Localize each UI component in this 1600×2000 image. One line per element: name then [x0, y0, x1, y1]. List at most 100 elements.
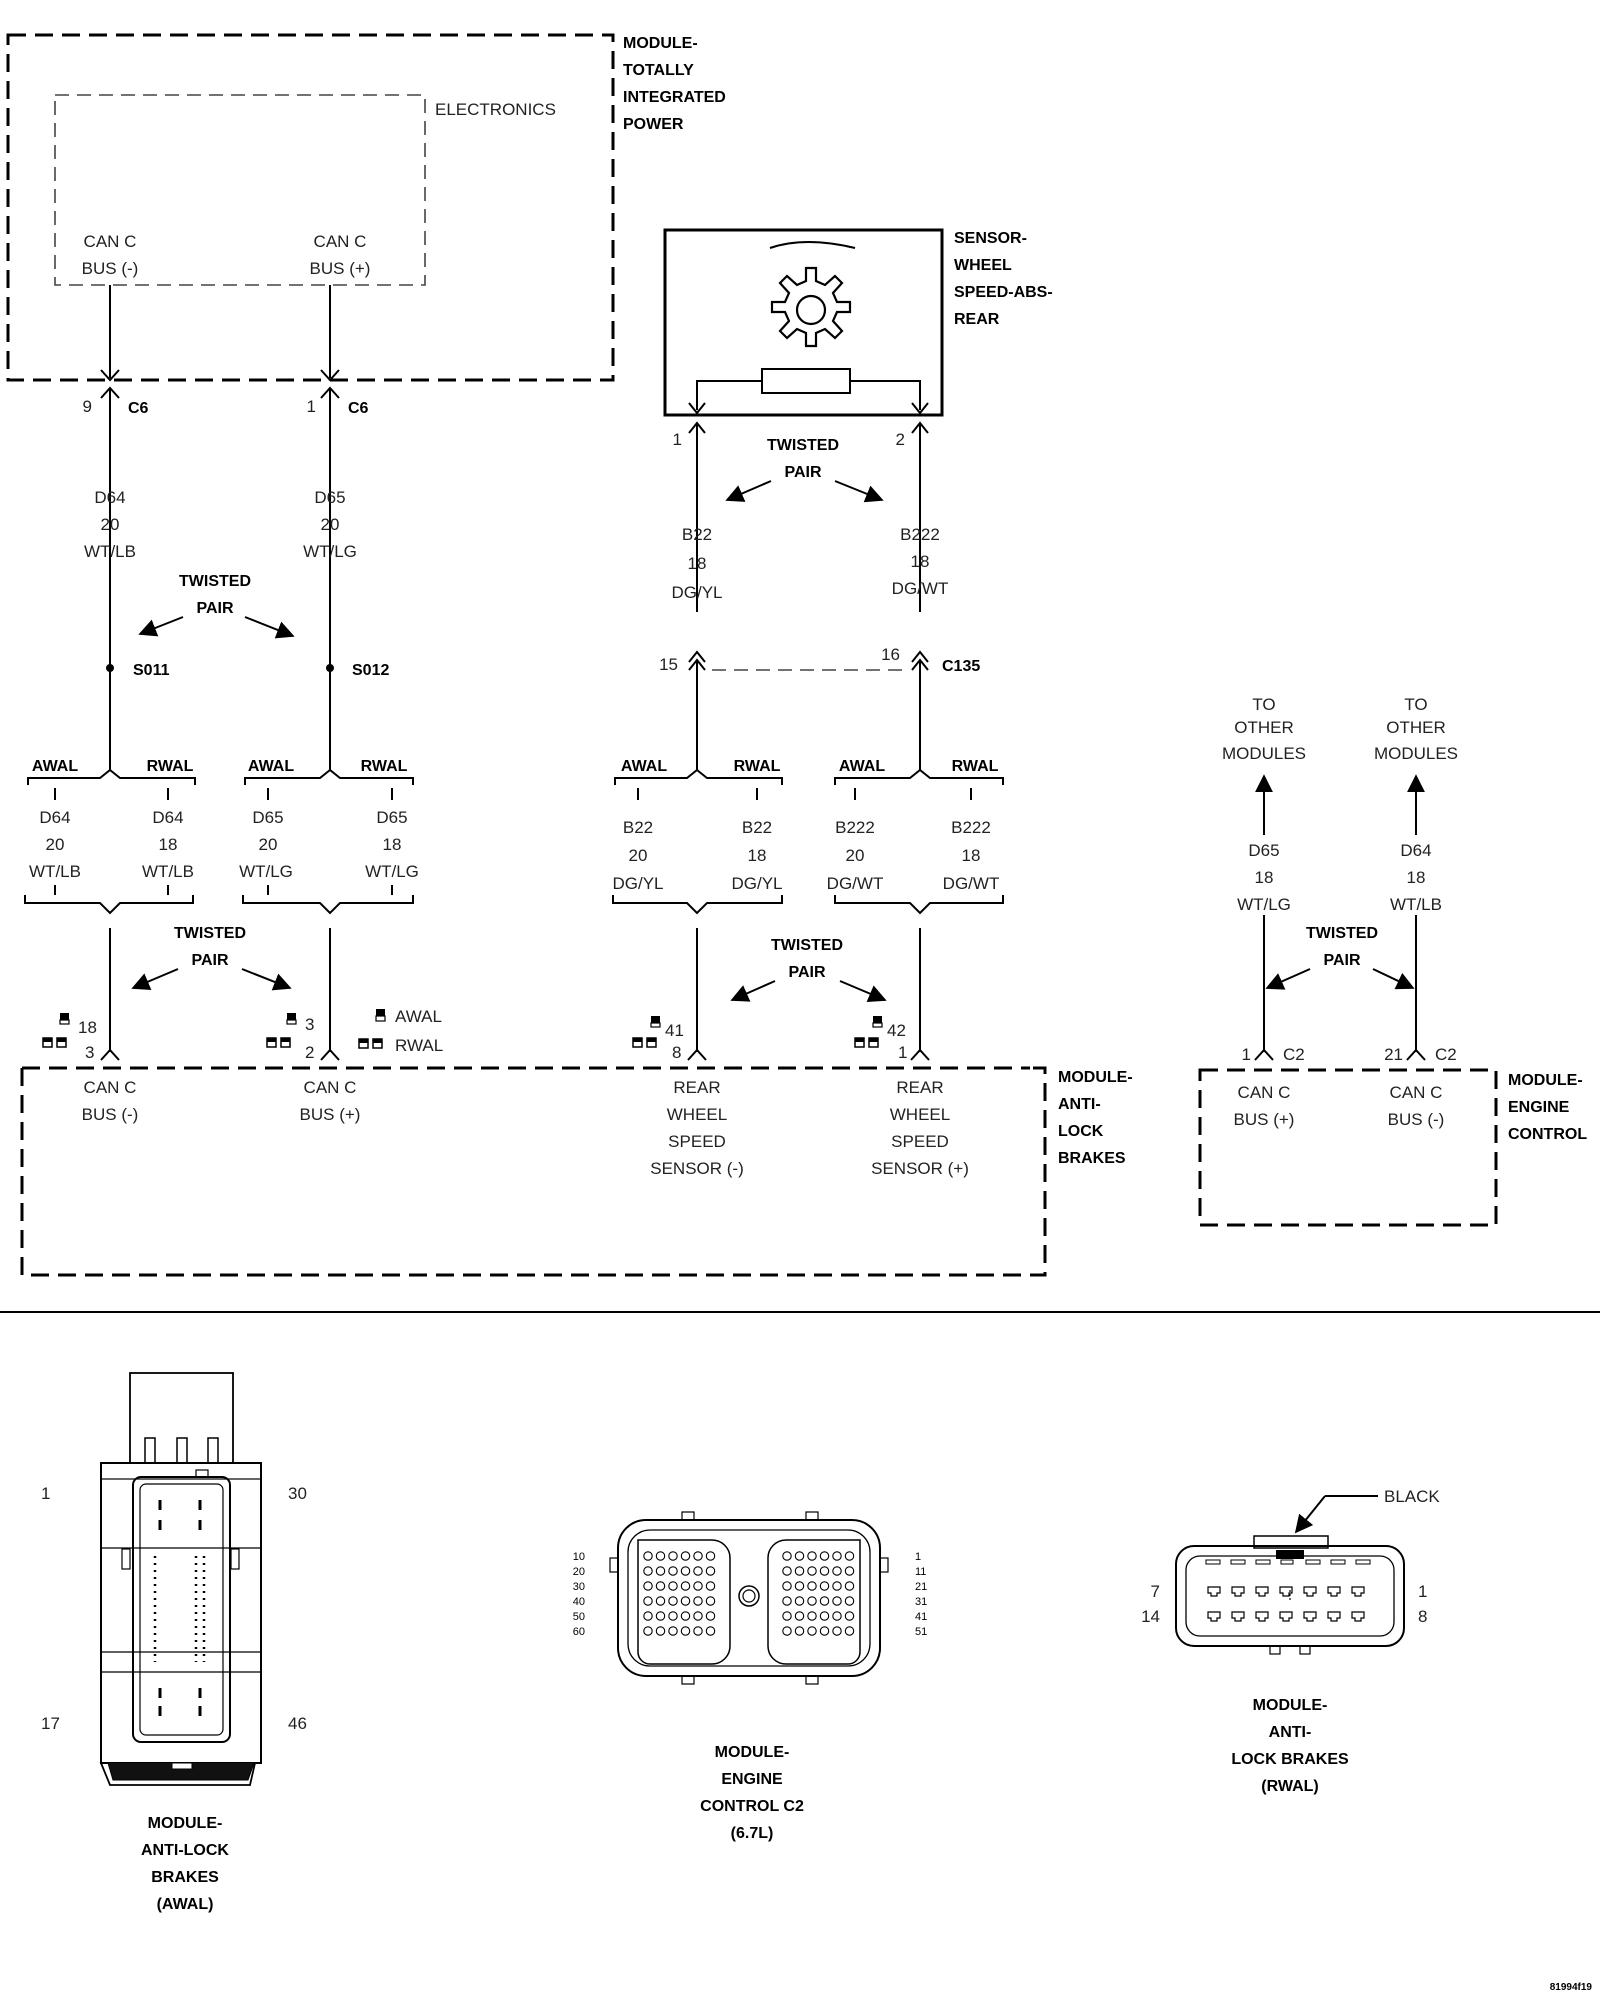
connector-abs-awal: 1 30 17 46 MODULE- ANTI-LOCK BRAKES (AWA… — [41, 1372, 307, 1913]
ecm-conn-label: C2 — [1435, 1045, 1457, 1064]
connector-cavity — [807, 1611, 817, 1621]
connector-cavity — [782, 1566, 792, 1576]
connector-cavity — [1303, 1611, 1317, 1622]
branch-awal-gauge: 20 — [46, 835, 65, 854]
wire-color: WT/LG — [303, 542, 357, 561]
rwal-caption: MODULE- — [1253, 1697, 1328, 1714]
twisted-label: TWISTED — [1306, 925, 1378, 942]
connector-cavity — [807, 1581, 817, 1591]
twisted-arrow — [834, 480, 884, 503]
abs-title-line: ANTI- — [1058, 1096, 1101, 1113]
wheel-speed-sensor: SENSOR- WHEEL SPEED-ABS- REAR — [663, 228, 1053, 417]
abs-pin-label: BUS (+) — [300, 1105, 361, 1124]
connector-cavity — [643, 1626, 653, 1636]
connector-cavity — [844, 1611, 855, 1621]
twisted-arrow — [241, 968, 292, 991]
twisted-arrow — [1372, 968, 1415, 990]
wire-b222-upper — [911, 421, 929, 770]
awal-caption: (AWAL) — [157, 1896, 214, 1913]
ecm-wire-color: WT/LB — [1390, 895, 1442, 914]
connector-latch-slot — [1255, 1559, 1271, 1565]
connector-cavity — [807, 1596, 817, 1606]
twisted-label: PAIR — [191, 952, 228, 969]
connector-abs-rwal: BLACK 7 14 1 8 MODULE- ANTI- LOCK BRAKES… — [1141, 1487, 1440, 1795]
ecm-pin-grid-right — [782, 1551, 855, 1636]
connector-cavity — [693, 1581, 703, 1591]
connector-cavity — [819, 1566, 830, 1576]
connector-cavity — [655, 1611, 666, 1621]
connector-cavity — [832, 1551, 842, 1561]
ecm-row-label: 51 — [915, 1626, 927, 1638]
twisted-pair-sensor: TWISTED PAIR — [725, 437, 884, 503]
connector-cavity — [819, 1581, 830, 1591]
connector-latch-slot — [1355, 1559, 1371, 1565]
abs-pin-label: BUS (-) — [82, 1105, 139, 1124]
connector-latch-slot — [1305, 1559, 1321, 1565]
branch-awal-color: WT/LG — [239, 862, 293, 881]
to-other-modules: MODULES — [1222, 744, 1306, 763]
branch-awal-gauge: 20 — [629, 846, 648, 865]
connector-cavity — [819, 1596, 830, 1606]
abs-pin-label: SPEED — [668, 1132, 726, 1151]
legend-awal: AWAL — [395, 1007, 442, 1026]
ecm-row-label: 41 — [915, 1611, 927, 1623]
connector-latch-slot — [1330, 1559, 1346, 1565]
wire-can-neg-upper — [100, 285, 120, 672]
connector-cavity — [680, 1581, 691, 1591]
black-label: BLACK — [1384, 1487, 1440, 1506]
abs-pin-can-neg: 18 3 CAN C BUS (-) — [42, 1013, 139, 1124]
ecm-row-label: 40 — [573, 1596, 585, 1608]
branch-rwal-circuit: B22 — [742, 818, 772, 837]
twisted-label: TWISTED — [174, 925, 246, 942]
connector-cavity — [680, 1596, 691, 1606]
connector-cavity — [844, 1581, 855, 1591]
tipm-pin-pos-label: CAN C — [314, 232, 367, 251]
branch-rwal-gauge: 18 — [159, 835, 178, 854]
ecm-pin-grid-left — [643, 1551, 716, 1636]
connector-cavity — [1207, 1611, 1221, 1622]
branch-d64: AWAL RWAL D64 20 WT/LB D64 18 WT/LB — [24, 668, 196, 1052]
branch-rwal-gauge: 18 — [748, 846, 767, 865]
abs-title-line: MODULE- — [1058, 1069, 1133, 1086]
connector-cavity — [1351, 1586, 1365, 1597]
connector-cavity — [680, 1551, 691, 1561]
tipm-title-line: MODULE- — [623, 35, 698, 52]
connector-cavity — [844, 1566, 855, 1576]
abs-pin-label: SPEED — [891, 1132, 949, 1151]
ecm-conn-label: C2 — [1283, 1045, 1305, 1064]
connector-cavity — [844, 1626, 855, 1636]
awal-caption: ANTI-LOCK — [141, 1842, 229, 1859]
wire-circuit: D65 — [314, 488, 345, 507]
awal-label: AWAL — [248, 758, 294, 775]
branch-awal-gauge: 20 — [259, 835, 278, 854]
connector-cavity — [807, 1551, 817, 1561]
tipm-title: MODULE- TOTALLY INTEGRATED POWER — [623, 35, 726, 133]
c6-cavity-9: 9 — [83, 397, 92, 416]
awal-pin-label: 17 — [41, 1714, 60, 1733]
branch-awal-color: WT/LB — [29, 862, 81, 881]
ecm-cavity-21: 21 — [1384, 1045, 1403, 1064]
connector-cavity — [819, 1551, 830, 1561]
connector-cavity — [643, 1611, 653, 1621]
wire-circuit: D64 — [94, 488, 125, 507]
connector-cavity — [1255, 1611, 1269, 1622]
ecm-pin-label: BUS (+) — [1234, 1110, 1295, 1129]
rwal-caption: LOCK BRAKES — [1231, 1751, 1349, 1768]
branch-awal-circuit: B22 — [623, 818, 653, 837]
wire-circuit: B222 — [900, 525, 940, 544]
ecm-pin-label: BUS (-) — [1388, 1110, 1445, 1129]
branch-rwal-color: DG/WT — [943, 874, 1000, 893]
connector-cavity — [1279, 1611, 1293, 1622]
sensor-title-line: REAR — [954, 311, 1000, 328]
c135-connector: 15 16 C135 — [659, 645, 980, 675]
ecm-c2-caption: ENGINE — [721, 1771, 783, 1788]
branch-rwal-color: WT/LB — [142, 862, 194, 881]
abs-pin-rwal-cavity: 8 — [672, 1043, 681, 1062]
figure-id: 81994f19 — [1550, 1982, 1593, 1993]
twisted-arrow — [1265, 968, 1311, 990]
branch-rwal-gauge: 18 — [962, 846, 981, 865]
ecm-row-label: 30 — [573, 1581, 585, 1593]
abs-pin-label: REAR — [896, 1078, 943, 1097]
awal-label: AWAL — [621, 758, 667, 775]
abs-pin-label: CAN C — [84, 1078, 137, 1097]
